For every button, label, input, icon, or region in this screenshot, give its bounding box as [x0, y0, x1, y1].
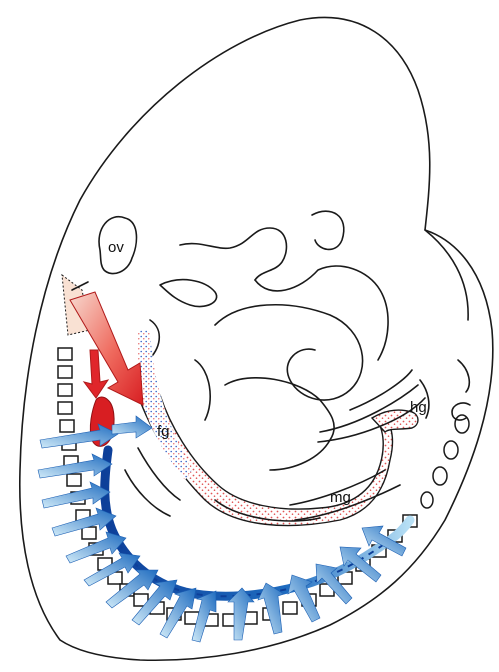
somite [58, 348, 72, 360]
pharyngeal-curve-1 [312, 211, 344, 249]
heart-loop [215, 305, 363, 400]
pharyngeal-curve-2 [180, 228, 286, 280]
tail-somite-3 [433, 467, 447, 485]
tail-somite-1 [455, 415, 469, 433]
somite [58, 366, 72, 378]
label-midgut: mg [330, 489, 351, 506]
vagal-red-arrow [70, 292, 143, 405]
septum-curve-2 [195, 360, 210, 420]
tail-somite-2 [444, 441, 458, 459]
somite [60, 420, 74, 432]
body-fold-right [425, 230, 468, 320]
pharyngeal-curve-3 [160, 280, 217, 307]
pharynx-left-2 [125, 470, 170, 516]
label-hindgut: hg [410, 399, 427, 416]
foregut-blue-arrow [112, 416, 152, 438]
somite [283, 602, 297, 614]
septum-curve [225, 378, 334, 470]
tail-somite-4 [421, 492, 433, 508]
heart-loop-2 [255, 266, 388, 360]
label-otic-vesicle: ov [108, 239, 124, 256]
somite [82, 527, 96, 539]
body-fold-right-2 [458, 360, 469, 392]
somite [58, 402, 72, 414]
somite [67, 474, 81, 486]
somite [58, 384, 72, 396]
foregut-stipple [137, 330, 192, 480]
embryo-outline [20, 17, 493, 660]
label-foregut: fg [157, 423, 170, 440]
